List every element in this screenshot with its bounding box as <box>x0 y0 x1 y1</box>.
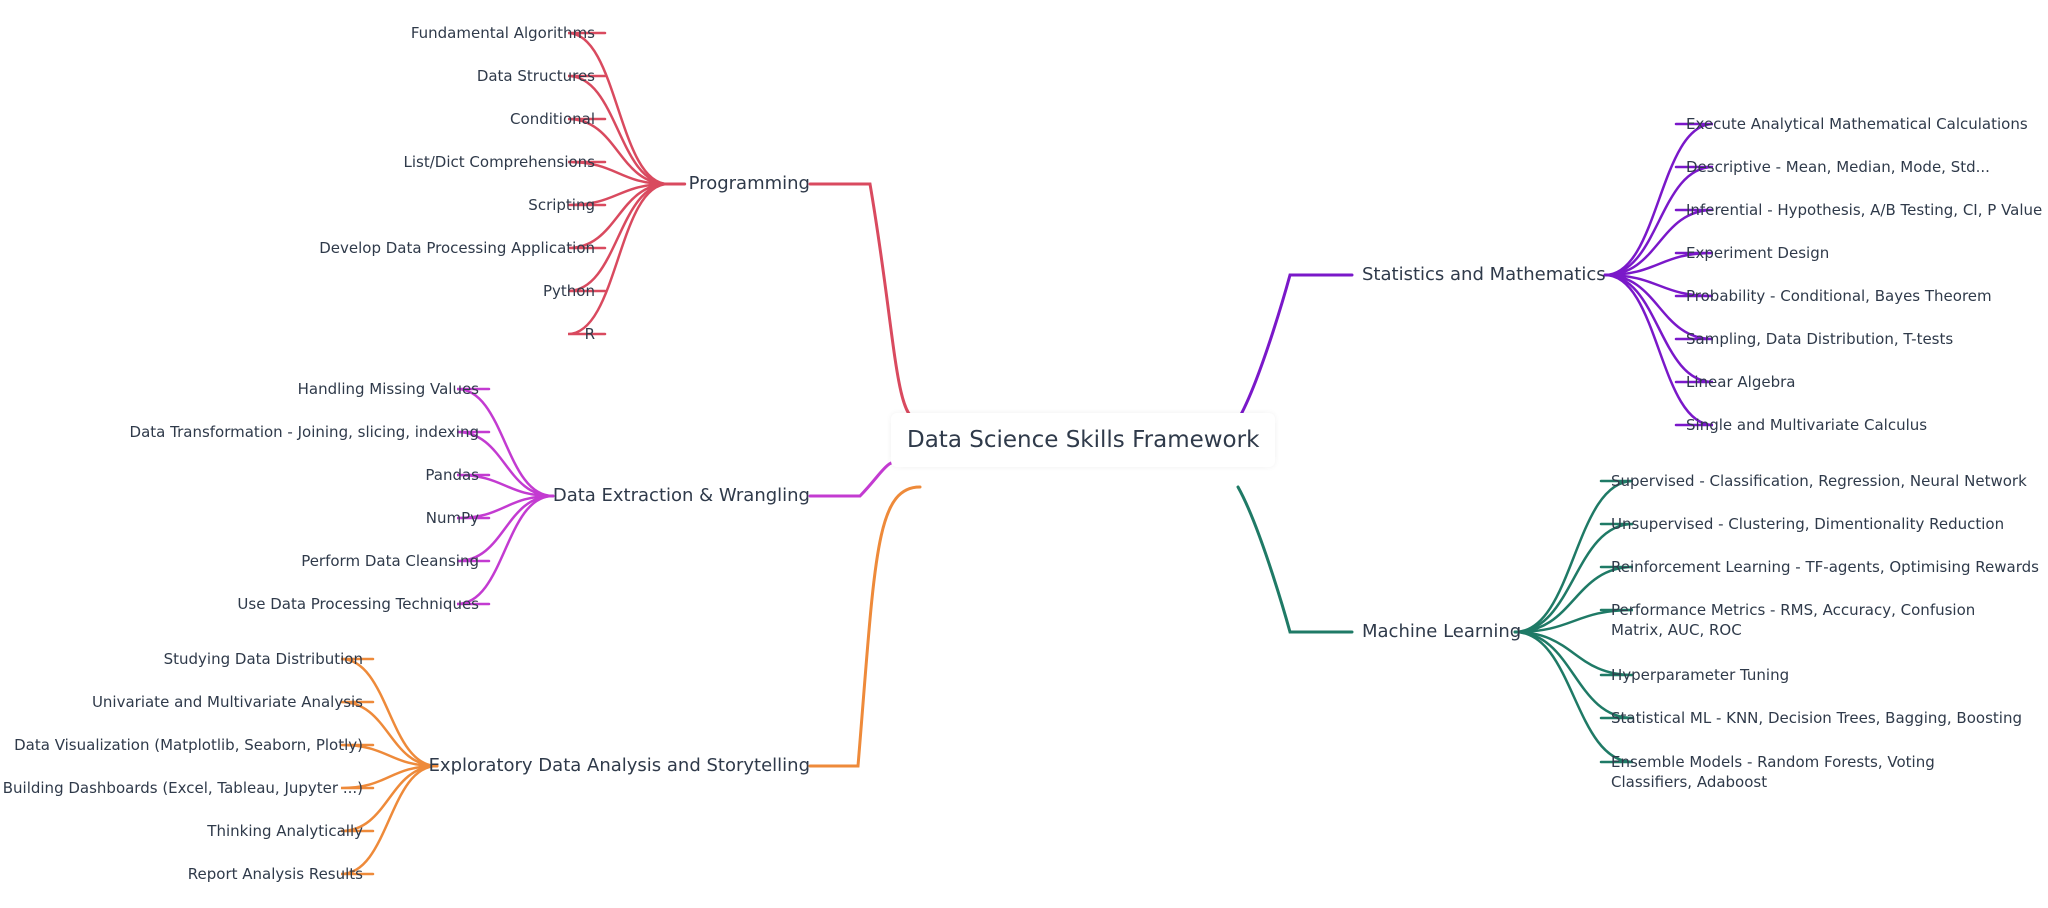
leaf-node-use-data-processing-techniques[interactable]: Use Data Processing Techniques <box>237 595 479 613</box>
leaf-node-pandas[interactable]: Pandas <box>425 466 479 484</box>
leaf-node-experiment-design[interactable]: Experiment Design <box>1686 244 1830 262</box>
leaf-node-inferential-hypothesis-a-b-testing-ci-p-value[interactable]: Inferential - Hypothesis, A/B Testing, C… <box>1686 201 2043 219</box>
leaf-node-sampling-data-distribution-t-tests[interactable]: Sampling, Data Distribution, T-tests <box>1686 330 1954 348</box>
leaf-node-probability-conditional-bayes-theorem[interactable]: Probability - Conditional, Bayes Theorem <box>1686 287 1992 305</box>
stats-leaf-connector <box>1603 208 1714 277</box>
wrangling-leaf-connector <box>456 494 555 563</box>
ml-leaf-connector <box>1513 479 1634 634</box>
ml-leaf-connector <box>1513 522 1634 634</box>
wrangling-leaf-connector <box>456 473 555 498</box>
eda-leaf-connector <box>340 764 439 790</box>
branch-node-stats[interactable]: Statistics and Mathematics <box>1362 264 1606 285</box>
leaf-node-reinforcement-learning-tf-agents-optimising-rewards[interactable]: Reinforcement Learning - TF-agents, Opti… <box>1611 558 2039 576</box>
programming-leaf-connector <box>567 117 670 186</box>
ml-leaf-connector <box>1513 630 1634 677</box>
leaf-node-ensemble-models-random-forests-voting-classifiers-adaboost[interactable]: Ensemble Models - Random Forests, Voting… <box>1611 753 1935 791</box>
leaf-node-scripting[interactable]: Scripting <box>528 196 595 214</box>
eda-trunk-connector <box>808 485 922 768</box>
stats-leaf-connector <box>1603 122 1714 277</box>
programming-leaf-connector <box>567 182 670 207</box>
ml-trunk-connector <box>1236 485 1354 634</box>
leaf-node-conditional[interactable]: Conditional <box>510 110 595 128</box>
wrangling-trunk-connector <box>808 458 907 498</box>
programming-leaf-connector <box>567 182 670 336</box>
branch-node-programming[interactable]: Programming <box>688 173 810 194</box>
eda-leaf-connector <box>340 743 439 768</box>
leaf-node-statistical-ml-knn-decision-trees-bagging-boosting[interactable]: Statistical ML - KNN, Decision Trees, Ba… <box>1611 709 2022 727</box>
programming-leaf-connector <box>567 74 670 186</box>
stats-leaf-connector <box>1603 273 1714 341</box>
stats-leaf-connector <box>1603 165 1714 277</box>
leaf-node-descriptive-mean-median-mode-std[interactable]: Descriptive - Mean, Median, Mode, Std... <box>1686 158 1990 176</box>
ml-leaf-connector <box>1513 630 1634 764</box>
stats-leaf-connector <box>1603 251 1714 277</box>
leaf-node-perform-data-cleansing[interactable]: Perform Data Cleansing <box>301 552 479 570</box>
branch-node-ml[interactable]: Machine Learning <box>1362 621 1522 642</box>
leaf-node-execute-analytical-mathematical-calculations[interactable]: Execute Analytical Mathematical Calculat… <box>1686 115 2028 133</box>
programming-leaf-connector <box>567 182 670 293</box>
wrangling-leaf-connector <box>456 430 555 498</box>
programming-leaf-connector <box>567 31 670 186</box>
leaf-node-single-and-multivariate-calculus[interactable]: Single and Multivariate Calculus <box>1686 416 1928 434</box>
eda-leaf-connector <box>340 764 439 833</box>
eda-leaf-connector <box>340 657 439 768</box>
programming-leaf-connector <box>567 160 670 186</box>
programming-trunk-connector <box>808 182 920 422</box>
stats-leaf-connector <box>1603 273 1714 384</box>
branch-node-wrangling[interactable]: Data Extraction & Wrangling <box>552 485 810 506</box>
leaf-node-data-visualization-matplotlib-seaborn-plotly[interactable]: Data Visualization (Matplotlib, Seaborn,… <box>14 736 363 754</box>
leaf-node-data-transformation-joining-slicing-indexing[interactable]: Data Transformation - Joining, slicing, … <box>129 423 479 441</box>
stats-leaf-connector <box>1603 273 1714 298</box>
stats-trunk-connector <box>1236 273 1354 422</box>
wrangling-leaf-connector <box>456 387 555 498</box>
root-node-title[interactable]: Data Science Skills Framework <box>891 413 1276 467</box>
wrangling-leaf-connector <box>456 494 555 606</box>
leaf-node-data-structures[interactable]: Data Structures <box>476 67 595 85</box>
leaf-node-univariate-and-multivariate-analysis[interactable]: Univariate and Multivariate Analysis <box>91 693 363 711</box>
leaf-node-building-dashboards-excel-tableau-jupyter[interactable]: Building Dashboards (Excel, Tableau, Jup… <box>2 779 363 797</box>
branch-node-eda[interactable]: Exploratory Data Analysis and Storytelli… <box>428 755 810 776</box>
leaf-node-report-analysis-results[interactable]: Report Analysis Results <box>187 865 363 883</box>
leaf-node-hyperparameter-tuning[interactable]: Hyperparameter Tuning <box>1611 666 1790 684</box>
leaf-node-r[interactable]: R <box>584 325 595 343</box>
eda-leaf-connector <box>340 700 439 768</box>
programming-leaf-connector <box>567 182 670 250</box>
leaf-node-thinking-analytically[interactable]: Thinking Analytically <box>207 822 363 840</box>
leaf-node-performance-metrics-rms-accuracy-confusion-matrix-auc-roc[interactable]: Performance Metrics - RMS, Accuracy, Con… <box>1611 601 1976 639</box>
leaf-node-supervised-classification-regression-neural-network[interactable]: Supervised - Classification, Regression,… <box>1611 472 2027 490</box>
ml-leaf-connector <box>1513 630 1634 720</box>
ml-leaf-connector <box>1513 565 1634 634</box>
leaf-node-list-dict-comprehensions[interactable]: List/Dict Comprehensions <box>403 153 595 171</box>
stats-leaf-connector <box>1603 273 1714 427</box>
leaf-node-python[interactable]: Python <box>543 282 595 300</box>
wrangling-leaf-connector <box>456 494 555 520</box>
leaf-node-develop-data-processing-application[interactable]: Develop Data Processing Application <box>319 239 595 257</box>
leaf-node-unsupervised-clustering-dimentionality-reduction[interactable]: Unsupervised - Clustering, Dimentionalit… <box>1611 515 2005 533</box>
leaf-node-studying-data-distribution[interactable]: Studying Data Distribution <box>163 650 363 668</box>
leaf-node-fundamental-algorithms[interactable]: Fundamental Algorithms <box>410 24 595 42</box>
leaf-node-linear-algebra[interactable]: Linear Algebra <box>1686 373 1796 391</box>
eda-leaf-connector <box>340 764 439 876</box>
leaf-node-handling-missing-values[interactable]: Handling Missing Values <box>297 380 479 398</box>
ml-leaf-connector <box>1513 608 1634 634</box>
leaf-node-numpy[interactable]: NumPy <box>425 509 479 527</box>
